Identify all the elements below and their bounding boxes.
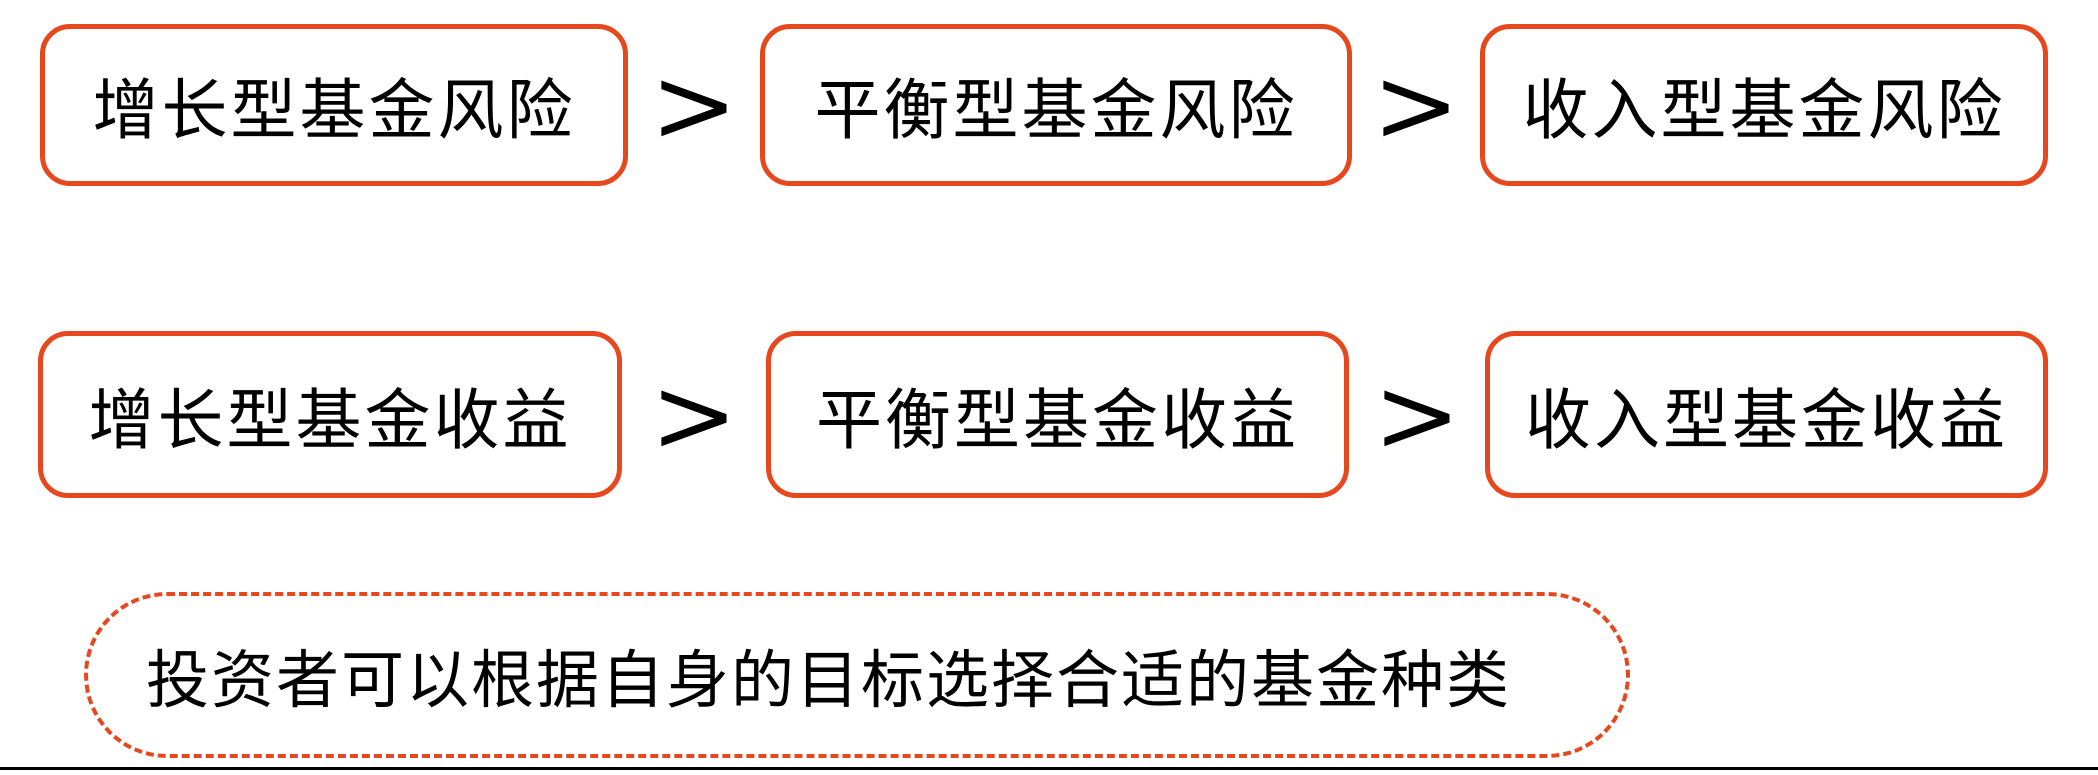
greater-than-icon: > [650,353,738,476]
bottom-divider-line [0,767,2098,770]
return-box-growth: 增长型基金收益 [38,331,622,498]
risk-box-growth-label: 增长型基金风险 [92,72,576,149]
return-box-income: 收入型基金收益 [1485,331,2048,498]
greater-than-icon: > [1373,353,1461,476]
return-flow-row: 增长型基金收益 > 平衡型基金收益 > 收入型基金收益 [38,331,2048,498]
return-box-growth-label: 增长型基金收益 [88,381,572,459]
greater-than-icon: > [650,44,738,166]
risk-box-balanced: 平衡型基金风险 [760,24,1352,186]
risk-box-income-label: 收入型基金风险 [1522,72,2006,149]
risk-box-income: 收入型基金风险 [1480,24,2048,186]
risk-box-balanced-label: 平衡型基金风险 [814,72,1298,149]
return-box-income-label: 收入型基金收益 [1525,381,2008,459]
return-box-balanced-label: 平衡型基金收益 [816,381,1299,459]
conclusion-note: 投资者可以根据自身的目标选择合适的基金种类 [84,592,1630,758]
risk-flow-row: 增长型基金风险 > 平衡型基金风险 > 收入型基金风险 [40,24,2048,186]
greater-than-icon: > [1372,44,1460,166]
return-box-balanced: 平衡型基金收益 [766,331,1349,498]
conclusion-text: 投资者可以根据自身的目标选择合适的基金种类 [146,643,1511,717]
risk-box-growth: 增长型基金风险 [40,24,628,186]
